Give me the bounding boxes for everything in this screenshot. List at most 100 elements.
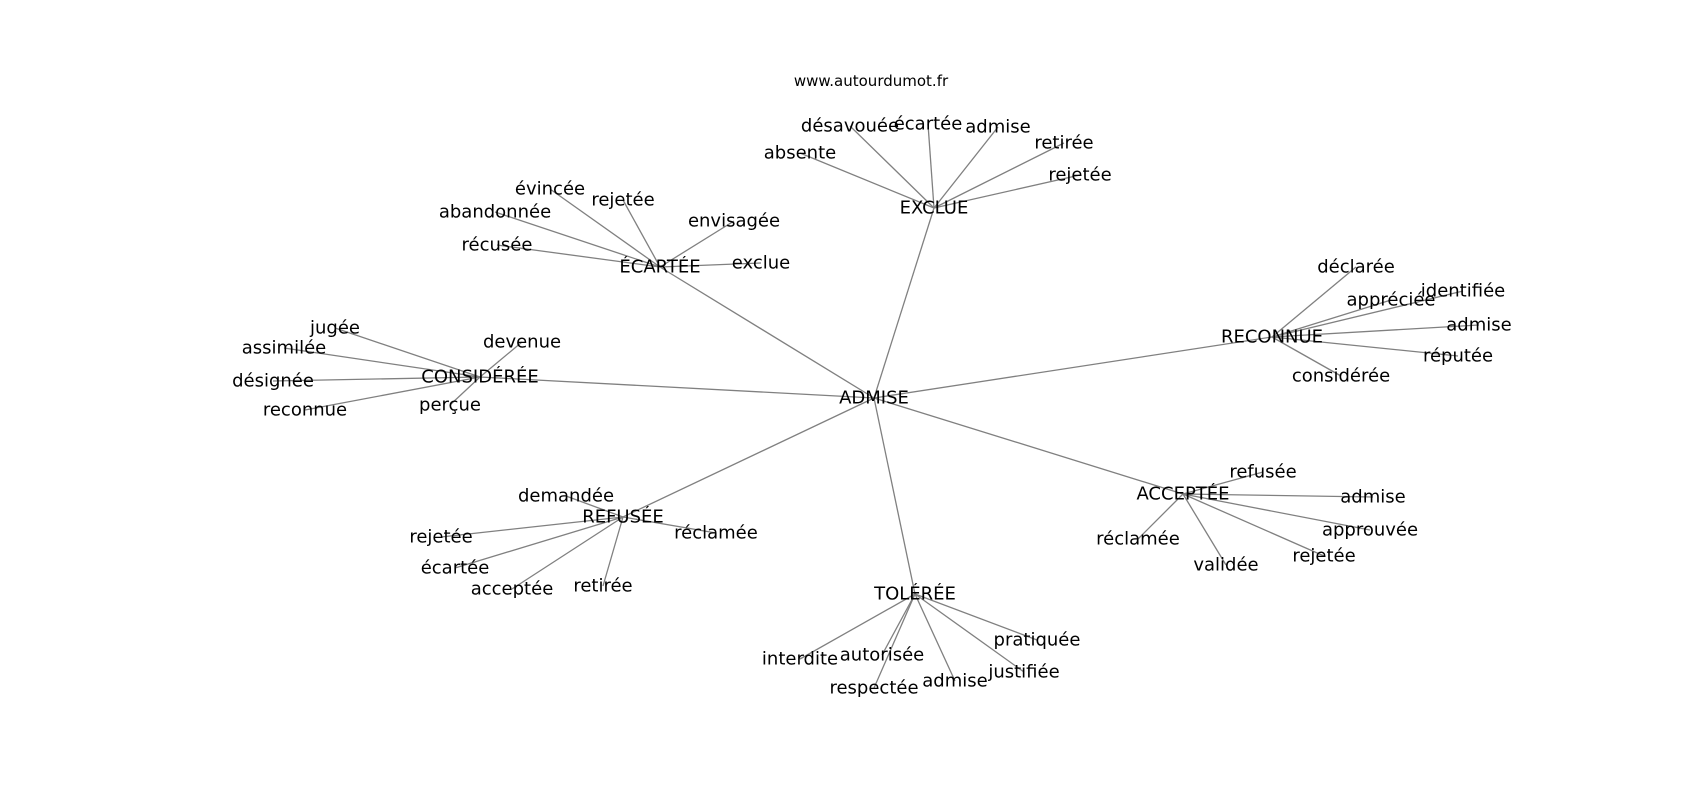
edge-refusee-reclamee: [622, 516, 717, 534]
leaf-word-node-percue[interactable]: perçue: [419, 395, 481, 416]
edge-ecartee-envisagee: [659, 220, 735, 268]
leaf-word-node-reputee[interactable]: réputée: [1423, 346, 1493, 367]
edges-layer: [272, 123, 1480, 689]
edge-center-acceptee: [873, 397, 1184, 495]
edge-toleree-pratiquee: [914, 593, 1038, 641]
hub-word-node-consideree[interactable]: CONSIDÉRÉE: [421, 366, 538, 388]
edge-acceptee-admise: [1182, 493, 1374, 498]
edge-reconnue-consideree: [1271, 336, 1342, 377]
leaf-word-node-appreciee[interactable]: appréciée: [1346, 290, 1435, 311]
edge-center-refusee: [622, 397, 875, 518]
leaf-word-node-interdite[interactable]: interdite: [762, 649, 838, 670]
edge-consideree-assimilee: [283, 347, 481, 378]
leaf-word-node-reclamee[interactable]: réclamée: [1096, 529, 1180, 550]
edge-ecartee-abandonnee: [494, 211, 661, 268]
edge-toleree-justifiee: [914, 593, 1025, 673]
leaf-word-node-autorisee[interactable]: autorisée: [840, 645, 924, 666]
leaf-word-node-admise[interactable]: admise: [1340, 487, 1405, 508]
edge-acceptee-validee: [1182, 493, 1227, 566]
hub-word-node-ecartee[interactable]: ÉCARTÉE: [619, 256, 700, 278]
leaf-word-node-rejetee[interactable]: rejetée: [409, 527, 472, 548]
edge-reconnue-reputee: [1271, 336, 1459, 357]
edge-toleree-admise: [914, 593, 956, 682]
edge-center-consideree: [479, 376, 875, 399]
leaf-word-node-ecartee[interactable]: écartée: [894, 114, 963, 135]
edge-ecartee-recusee: [496, 244, 661, 268]
leaf-word-node-admise[interactable]: admise: [965, 117, 1030, 138]
leaf-word-node-declaree[interactable]: déclarée: [1317, 257, 1395, 278]
leaf-word-node-pratiquee[interactable]: pratiquée: [994, 630, 1081, 651]
site-url: www.autourdumot.fr: [793, 72, 949, 90]
leaf-word-node-abandonnee[interactable]: abandonnée: [439, 202, 551, 223]
edge-exclue-admise: [933, 126, 999, 209]
edge-acceptee-reclamee: [1137, 493, 1184, 540]
edge-toleree-autorisee: [881, 593, 916, 656]
edge-exclue-rejetee: [933, 174, 1081, 209]
leaf-word-node-refusee[interactable]: refusée: [1229, 462, 1296, 483]
edge-ecartee-exclue: [659, 262, 762, 268]
edge-refusee-retiree: [602, 516, 624, 587]
edge-acceptee-approuvee: [1182, 493, 1371, 531]
edge-ecartee-evincee: [549, 188, 661, 268]
edge-reconnue-declaree: [1271, 266, 1357, 338]
edge-exclue-absente: [799, 152, 935, 209]
leaf-word-node-rejetee[interactable]: rejetée: [1292, 546, 1355, 567]
leaf-word-node-rejetee[interactable]: rejetée: [1048, 165, 1111, 186]
leaf-word-node-exclue[interactable]: exclue: [732, 253, 790, 274]
leaf-word-node-reclamee[interactable]: réclamée: [674, 523, 758, 544]
edge-center-reconnue: [873, 336, 1273, 399]
leaf-word-node-approuvee[interactable]: approuvée: [1322, 520, 1418, 541]
leaf-word-node-retiree[interactable]: retirée: [1034, 133, 1093, 154]
leaf-word-node-jugee[interactable]: jugée: [309, 318, 360, 339]
edge-reconnue-admise: [1271, 324, 1480, 338]
edge-consideree-devenue: [479, 341, 523, 378]
edge-refusee-rejetee: [440, 516, 624, 538]
leaf-word-node-acceptee[interactable]: acceptée: [471, 579, 554, 600]
leaf-word-node-assimilee[interactable]: assimilée: [242, 338, 326, 359]
leaf-word-node-justifiee[interactable]: justifiée: [987, 662, 1059, 683]
leaf-word-node-devenue[interactable]: devenue: [483, 332, 561, 353]
leaf-word-node-admise[interactable]: admise: [1446, 315, 1511, 336]
leaf-word-node-absente[interactable]: absente: [764, 143, 836, 164]
edge-refusee-demandee: [565, 495, 624, 518]
edge-toleree-interdite: [799, 593, 916, 660]
leaf-word-node-evincee[interactable]: évincée: [515, 179, 585, 200]
edge-consideree-designee: [272, 376, 481, 382]
edge-consideree-percue: [449, 376, 481, 406]
leaf-word-node-consideree[interactable]: considérée: [1292, 366, 1390, 387]
edge-exclue-ecartee: [927, 123, 935, 209]
hub-word-node-toleree[interactable]: TOLÉRÉE: [873, 583, 956, 605]
edge-center-ecartee: [659, 266, 875, 399]
edge-consideree-reconnue: [304, 376, 481, 411]
leaf-word-node-designee[interactable]: désignée: [232, 371, 314, 392]
leaf-word-node-admise[interactable]: admise: [922, 671, 987, 692]
leaf-word-node-ecartee[interactable]: écartée: [421, 558, 490, 579]
leaf-word-node-validee[interactable]: validée: [1193, 555, 1258, 576]
leaf-word-node-identifiee[interactable]: identifiée: [1421, 281, 1505, 302]
edge-acceptee-refusee: [1182, 471, 1264, 495]
leaf-word-node-rejetee[interactable]: rejetée: [591, 190, 654, 211]
leaf-word-node-respectee[interactable]: respectée: [829, 678, 918, 699]
edge-consideree-jugee: [334, 327, 481, 378]
hub-word-node-exclue[interactable]: EXCLUE: [900, 198, 969, 219]
hub-word-node-reconnue[interactable]: RECONNUE: [1221, 327, 1323, 348]
edge-ecartee-rejetee: [622, 199, 661, 268]
leaf-word-node-reconnue[interactable]: reconnue: [263, 400, 347, 421]
edge-acceptee-rejetee: [1182, 493, 1325, 557]
leaf-word-node-recusee[interactable]: récusée: [462, 235, 533, 256]
hub-word-node-refusee[interactable]: REFUSÉE: [582, 506, 664, 528]
leaf-word-node-retiree[interactable]: retirée: [573, 576, 632, 597]
edge-center-toleree: [873, 397, 916, 595]
leaf-word-node-desavouee[interactable]: désavouée: [801, 116, 899, 137]
leaf-word-node-demandee[interactable]: demandée: [518, 486, 614, 507]
center-word-node[interactable]: ADMISE: [839, 388, 909, 409]
hub-word-node-acceptee[interactable]: ACCEPTÉE: [1136, 483, 1229, 505]
edge-reconnue-identifiee: [1271, 290, 1464, 338]
leaf-word-node-envisagee[interactable]: envisagée: [688, 211, 780, 232]
edge-refusee-ecartee: [454, 516, 624, 569]
edge-reconnue-appreciee: [1271, 299, 1392, 338]
edge-center-exclue: [873, 207, 935, 399]
